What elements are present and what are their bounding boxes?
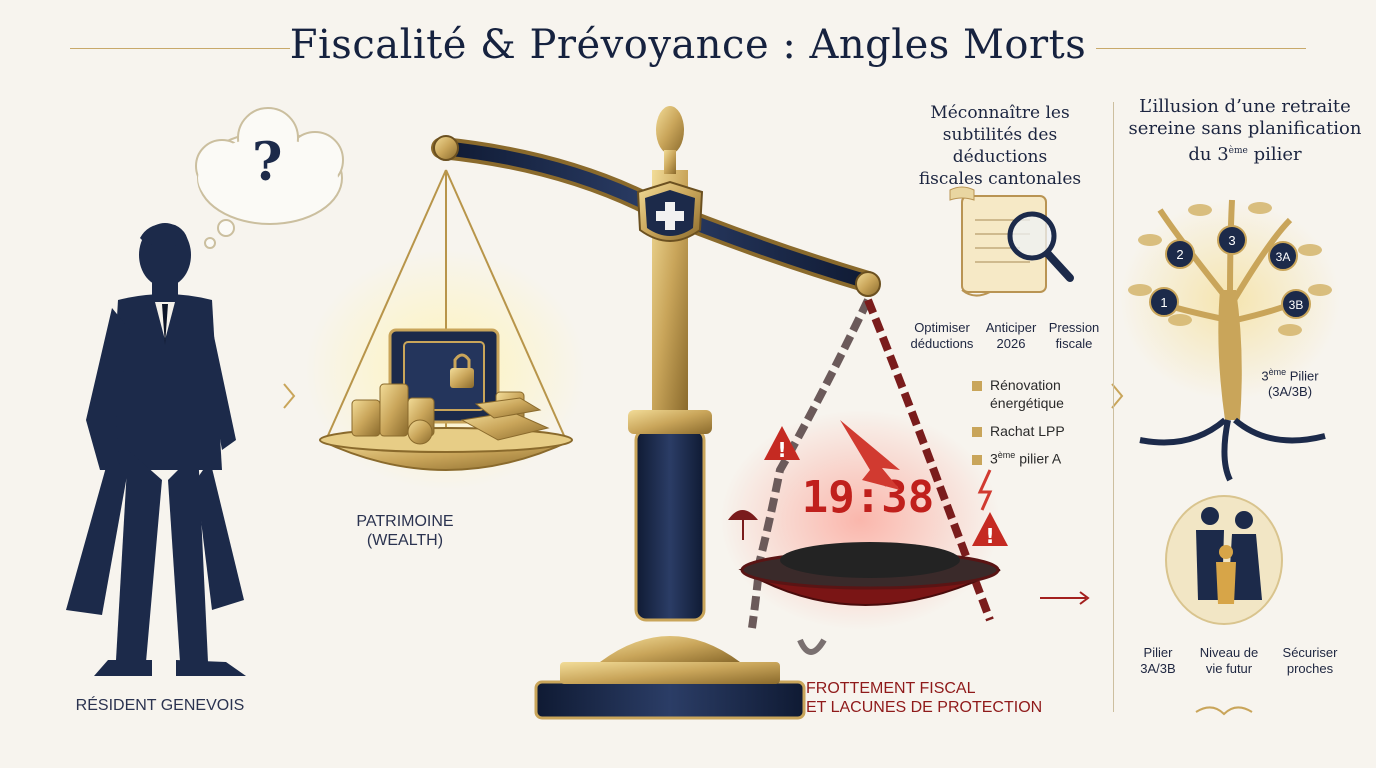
tree-node-3b: 3B bbox=[1281, 289, 1311, 319]
businessman-silhouette bbox=[66, 223, 246, 676]
wealth-pan bbox=[319, 328, 573, 471]
warning-icons: ! ! bbox=[764, 420, 1008, 548]
svg-text:3B: 3B bbox=[1289, 298, 1304, 312]
bullet-square-icon bbox=[972, 381, 982, 392]
thought-cloud bbox=[195, 107, 344, 249]
chevron-right-icon bbox=[1111, 383, 1124, 409]
title-rule-left bbox=[70, 48, 290, 49]
document-magnifier-icon bbox=[949, 186, 1074, 297]
svg-text:1: 1 bbox=[1160, 295, 1167, 310]
page-title: Fiscalité & Prévoyance : Angles Morts bbox=[289, 22, 1087, 68]
tree-node-1: 1 bbox=[1149, 287, 1179, 317]
svg-text:3A: 3A bbox=[1276, 250, 1291, 264]
bullet-square-icon bbox=[972, 454, 982, 465]
question-mark-icon: ? bbox=[252, 132, 283, 193]
bullet-renovation: Rénovation énergétique bbox=[972, 376, 1102, 412]
title-rule-right bbox=[1096, 48, 1306, 49]
frottement-label: FROTTEMENT FISCAL ET LACUNES DE PROTECTI… bbox=[806, 680, 1043, 716]
deductions-heading: Méconnaître les subtilités des déduction… bbox=[918, 103, 1082, 189]
svg-text:2: 2 bbox=[1176, 247, 1183, 262]
retraite-heading: L’illusion d’une retraite sereine sans p… bbox=[1128, 96, 1362, 165]
burden-pan: 19:38 bbox=[728, 298, 1001, 655]
ornament-icon bbox=[1195, 706, 1253, 716]
family-icon bbox=[1165, 495, 1283, 625]
tree-node-2: 2 bbox=[1165, 239, 1195, 269]
tree-label: 3ème Pilier (3A/3B) bbox=[1261, 367, 1319, 400]
svg-text:!: ! bbox=[777, 438, 786, 462]
svg-text:3: 3 bbox=[1228, 233, 1235, 248]
tree-node-3a: 3A bbox=[1268, 241, 1298, 271]
bullet-square-icon bbox=[972, 427, 982, 438]
bullet-rachat-lpp: Rachat LPP bbox=[972, 422, 1102, 440]
patrimoine-label: PATRIMOINE (WEALTH) bbox=[356, 513, 454, 549]
bullet-3eme-pilier: 3ème pilier A bbox=[972, 446, 1102, 468]
section-divider bbox=[1113, 102, 1114, 712]
broken-umbrella-icon bbox=[728, 510, 758, 520]
coin-stacks-icon bbox=[351, 383, 550, 445]
tree-node-3: 3 bbox=[1217, 225, 1247, 255]
scale-of-justice bbox=[431, 106, 881, 720]
svg-text:!: ! bbox=[985, 524, 994, 548]
resident-label: RÉSIDENT GENEVOIS bbox=[75, 697, 245, 714]
chevron-right-icon bbox=[283, 383, 296, 409]
